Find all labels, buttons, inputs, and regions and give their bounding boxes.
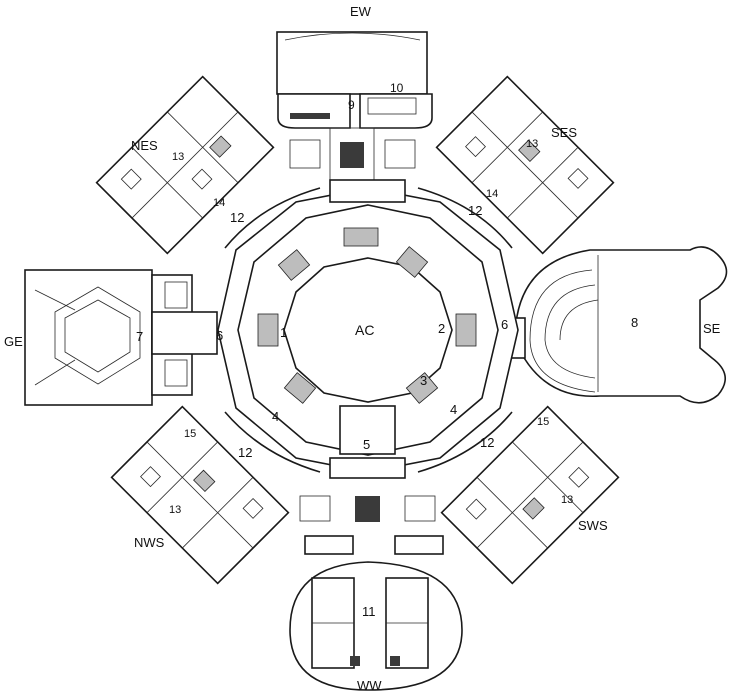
label-9: 9 (348, 98, 355, 112)
label-2: 2 (438, 321, 445, 336)
ww-wing (289, 495, 463, 691)
se-wing (494, 246, 728, 404)
label-13-sws: 13 (561, 494, 573, 506)
ge-wing (24, 269, 218, 406)
label-ac: AC (355, 322, 374, 338)
nws-wing (110, 405, 290, 585)
label-12-nw: 12 (230, 210, 244, 225)
label-12-sw: 12 (238, 445, 252, 460)
label-15-sws: 15 (537, 416, 549, 428)
label-sws: SWS (578, 518, 608, 533)
label-1: 1 (280, 325, 287, 340)
label-nws: NWS (134, 535, 165, 550)
ses-wing (435, 75, 615, 255)
label-ge: GE (4, 334, 23, 349)
connecting-corridors (224, 187, 513, 473)
label-ww: WW (357, 678, 382, 693)
label-nes: NES (131, 138, 158, 153)
label-6-right: 6 (501, 317, 508, 332)
central-rotunda (217, 179, 519, 479)
label-ew: EW (350, 4, 372, 19)
label-6-left: 6 (216, 328, 223, 343)
label-12-ne: 12 (468, 203, 482, 218)
label-7: 7 (136, 329, 143, 344)
label-8: 8 (631, 315, 638, 330)
label-4-left: 4 (272, 409, 279, 424)
label-14-nes: 14 (213, 197, 225, 209)
label-15-nws: 15 (184, 428, 196, 440)
label-12-se: 12 (480, 435, 494, 450)
ew-wing (276, 31, 433, 184)
label-5: 5 (363, 437, 370, 452)
labels: EW NES SES GE SE NWS SWS WW AC 1 2 3 4 4… (4, 4, 721, 693)
label-13-ses: 13 (526, 138, 538, 150)
sws-wing (440, 405, 620, 585)
label-se: SE (703, 321, 721, 336)
label-13-nws: 13 (169, 504, 181, 516)
label-14-ses: 14 (486, 188, 498, 200)
label-3: 3 (420, 373, 427, 388)
label-4-right: 4 (450, 402, 457, 417)
label-11: 11 (362, 604, 376, 619)
nes-wing (95, 75, 275, 255)
label-ses: SES (551, 125, 577, 140)
label-13-nes: 13 (172, 151, 184, 163)
label-10: 10 (390, 81, 404, 95)
